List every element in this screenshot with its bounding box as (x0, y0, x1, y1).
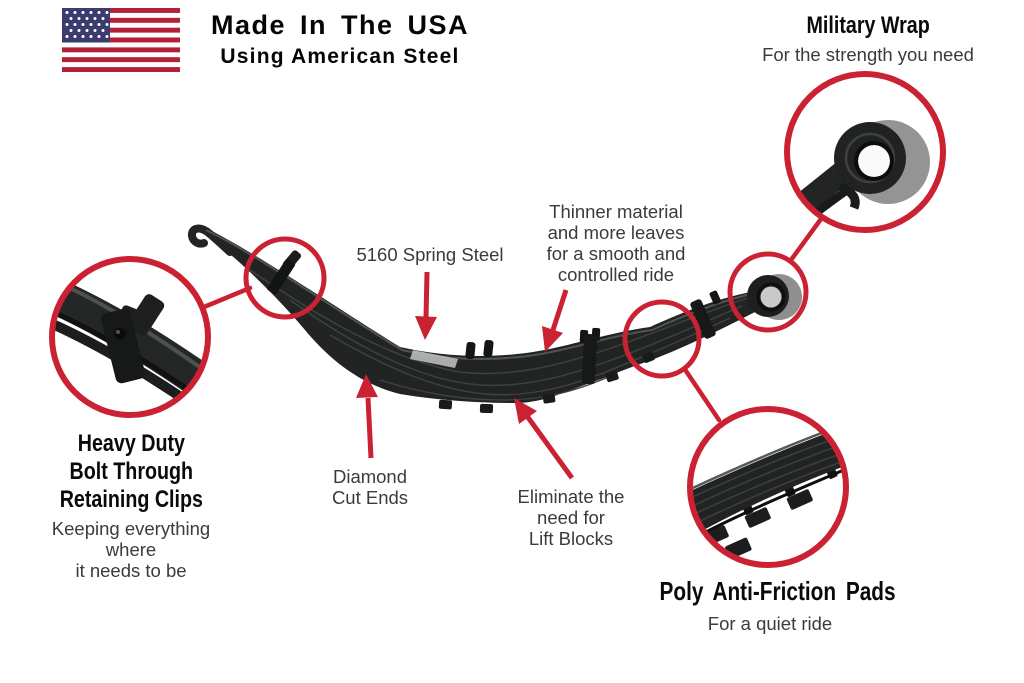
spring-steel-label: 5160 Spring Steel (356, 244, 504, 265)
lift-line-2: need for (537, 507, 605, 528)
anti-friction-subtitle: For a quiet ride (707, 613, 833, 634)
clips-title-1: Heavy Duty (77, 430, 185, 457)
thinner-line-4: controlled ride (557, 264, 675, 285)
left-clamp (267, 250, 302, 295)
connector-retaining-clip (201, 285, 253, 310)
clips-subtitle-2: it needs to be (75, 560, 187, 581)
made-in-usa-badge: Made In The USA Using American Steel (185, 10, 495, 69)
highlight-rings (243, 236, 809, 379)
arrow-spring-steel (415, 271, 437, 340)
us-flag-icon (62, 8, 180, 72)
ring-anti-friction (622, 299, 702, 379)
mid-retaining-clip (579, 327, 601, 385)
diamond-cut-glare (410, 350, 458, 368)
callout-spring-steel: 5160 Spring Steel (330, 244, 530, 265)
spring-eye (747, 274, 802, 320)
connector-military-wrap (788, 216, 824, 263)
arrow-diamond-cut (356, 374, 378, 459)
pads-under-leaves (438, 351, 655, 414)
clips-subtitle-1: Keeping everything where (51, 518, 211, 560)
lift-line-1: Eliminate the (517, 486, 625, 507)
connector-anti-friction (683, 368, 722, 423)
callout-thinner-material: Thinner material and more leaves for a s… (537, 201, 695, 285)
lift-line-3: Lift Blocks (528, 528, 614, 549)
callout-diamond-cut: Diamond Cut Ends (310, 466, 430, 508)
ring-military-wrap (727, 251, 809, 333)
clips-title-2: Bolt Through (69, 458, 193, 485)
connectors (201, 216, 824, 423)
military-wrap-title: Military Wrap (806, 12, 930, 39)
ring-retaining-clip (243, 236, 327, 320)
callout-anti-friction: Poly Anti-Friction Pads For a quiet ride (630, 576, 910, 634)
military-wrap-subtitle: For the strength you need (762, 44, 974, 65)
center-bolts (465, 339, 494, 360)
thinner-line-2: and more leaves (547, 222, 685, 243)
leaf-separations (249, 269, 749, 401)
thinner-line-3: for a smooth and (546, 243, 686, 264)
badge-title: Made In The USA (210, 10, 470, 40)
right-retaining-clip (690, 290, 721, 339)
arrow-thinner-material (542, 289, 569, 352)
arrows (356, 271, 575, 480)
arrow-lift-blocks (514, 398, 575, 480)
callout-lift-blocks: Eliminate the need for Lift Blocks (500, 486, 642, 549)
anti-friction-title: Poly Anti-Friction Pads (659, 576, 896, 606)
detail-circle-anti-friction (687, 406, 849, 568)
leaf-stack (204, 227, 757, 403)
leaf-spring (187, 224, 802, 414)
clips-title-3: Retaining Clips (59, 486, 203, 513)
callout-military-wrap: Military Wrap For the strength you need (736, 12, 1000, 65)
leaf-highlight (205, 229, 757, 360)
diamond-line-1: Diamond (332, 466, 408, 487)
detail-circle-retaining-clip (49, 256, 211, 418)
detail-circle-military-wrap (784, 71, 946, 233)
diamond-line-2: Cut Ends (331, 487, 409, 508)
callout-retaining-clips: Heavy Duty Bolt Through Retaining Clips … (25, 430, 237, 581)
badge-subtitle: Using American Steel (220, 45, 460, 68)
thinner-line-1: Thinner material (549, 201, 683, 222)
